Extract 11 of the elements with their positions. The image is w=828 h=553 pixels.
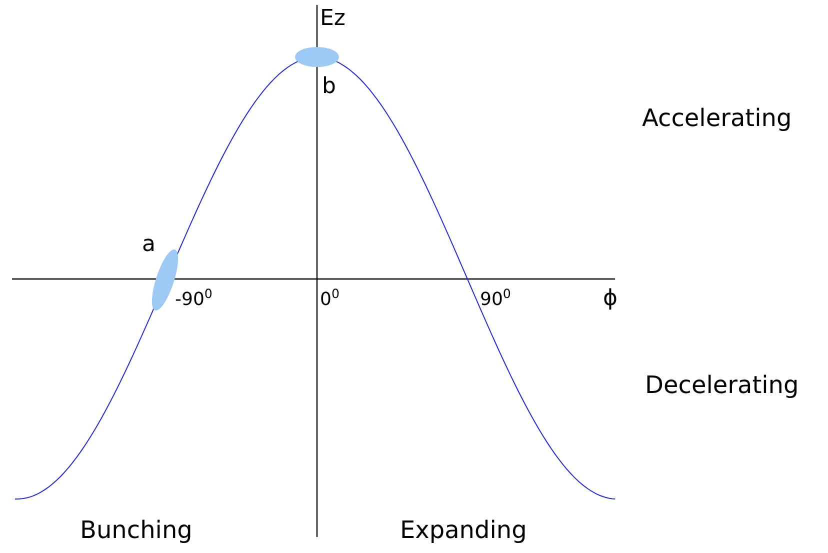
region-label: Accelerating	[642, 106, 792, 130]
tick-label: -90$^{0}$	[175, 288, 212, 309]
region-label: Bunching	[80, 518, 192, 542]
region-label: Expanding	[400, 518, 527, 542]
point-label: b	[322, 76, 336, 98]
tick-label: 90$^{0}$	[480, 288, 511, 309]
point-label: a	[142, 234, 156, 256]
axis-label: ϕ	[603, 288, 618, 310]
tick-label: 0$^{0}$	[320, 288, 340, 309]
axis-label: Ez	[320, 8, 346, 30]
region-label: Decelerating	[645, 373, 799, 397]
